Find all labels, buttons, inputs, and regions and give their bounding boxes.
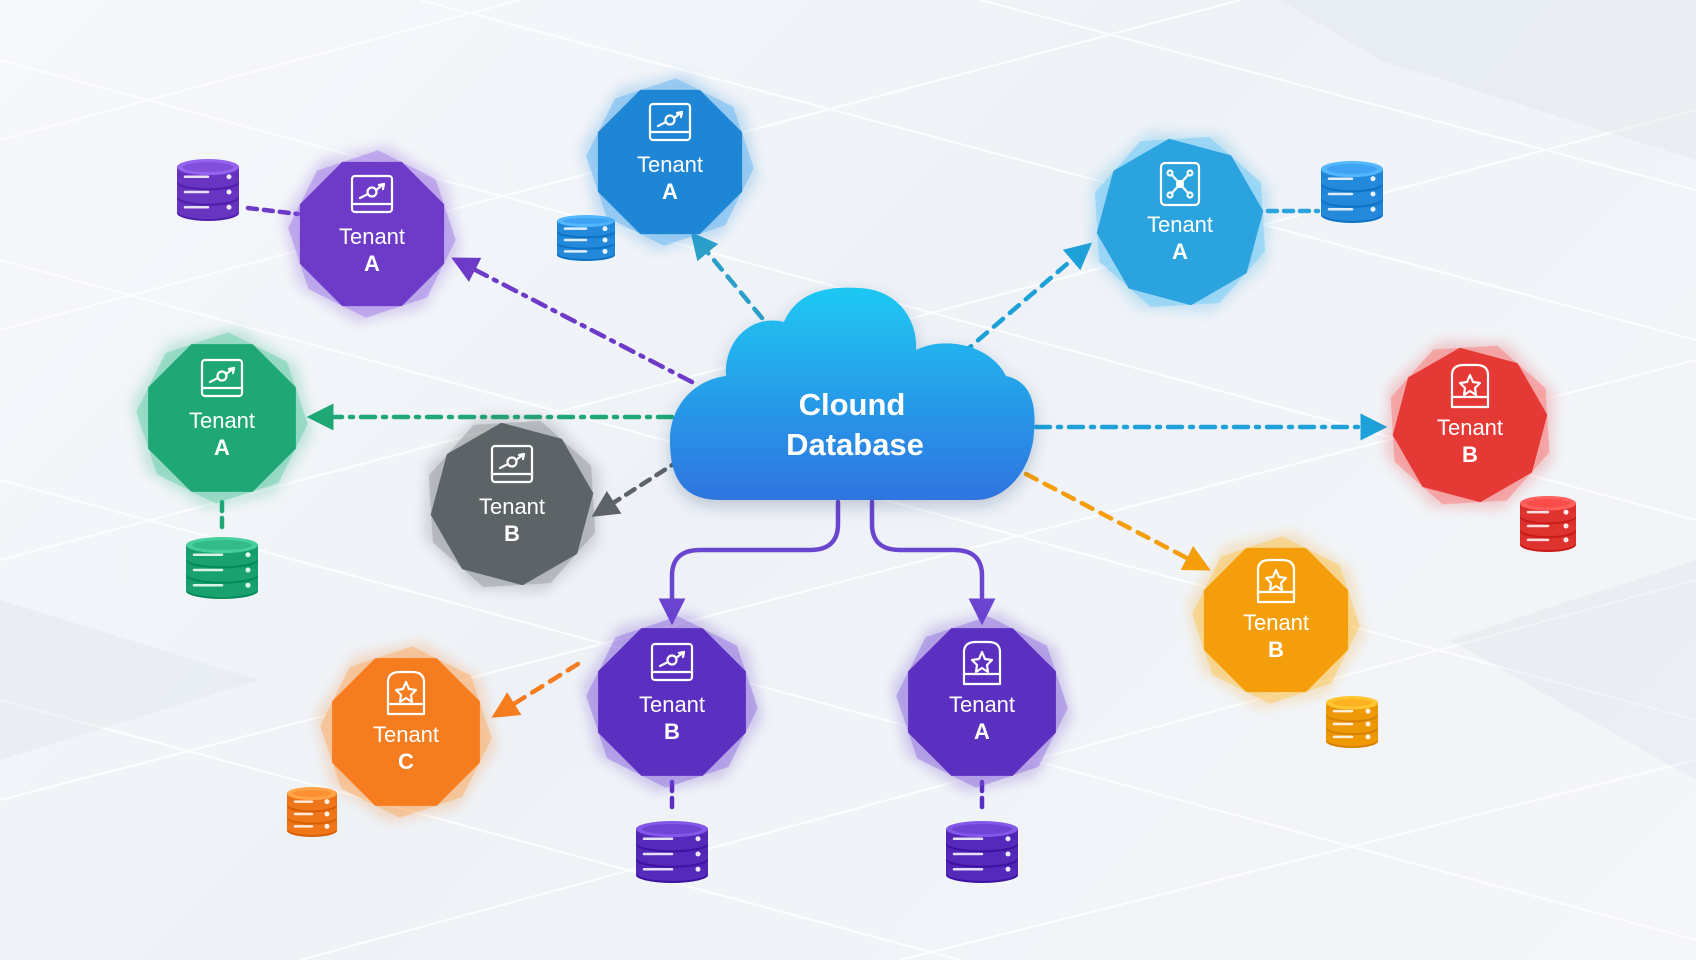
database-cylinder-icon <box>636 821 708 883</box>
cloud-label-line2: Database <box>786 427 924 462</box>
cloud-database-hub[interactable]: Clound Database <box>670 287 1035 500</box>
tenant-label-line1: Tenant <box>1243 610 1309 635</box>
connector-t9 <box>658 499 841 626</box>
database-cylinder-icon <box>186 537 258 599</box>
tenant-label-line1: Tenant <box>339 224 405 249</box>
cloud-shape <box>670 287 1035 500</box>
tenant-octagon <box>299 161 445 307</box>
tenant-label-line2: B <box>1462 442 1478 467</box>
star-icon <box>1256 558 1296 604</box>
tenant-octagon <box>1392 347 1548 503</box>
tenant-label-line1: Tenant <box>637 152 703 177</box>
database-cylinder-icon <box>557 215 615 261</box>
chip-icon <box>350 174 394 214</box>
connector-t3 <box>959 242 1093 357</box>
tenant-label-line2: A <box>214 435 230 460</box>
chip-icon <box>200 358 244 398</box>
connector-t7 <box>1023 471 1211 571</box>
tenant-label-line2: B <box>504 521 520 546</box>
tenant-label-line2: A <box>1172 239 1188 264</box>
database-cylinder-icon <box>177 159 239 221</box>
tenant-label-line1: Tenant <box>1437 415 1503 440</box>
tenant-octagon <box>430 422 594 586</box>
tenant-octagon <box>332 658 480 806</box>
tenant-label-line1: Tenant <box>373 722 439 747</box>
tenant-label-line2: A <box>662 179 678 204</box>
tenant-octagon <box>1203 547 1349 693</box>
connectors <box>219 205 1388 811</box>
background-shading <box>0 0 1696 780</box>
database-cylinder-icon <box>946 821 1018 883</box>
star-icon <box>386 670 426 716</box>
tenant-label-line1: Tenant <box>949 692 1015 717</box>
database-cylinder-icon <box>1520 496 1576 552</box>
tenant-label-line1: Tenant <box>1147 212 1213 237</box>
database-cylinder-icon <box>1321 161 1383 223</box>
databases <box>177 159 1576 883</box>
tenant-octagon <box>908 628 1056 776</box>
chip-icon <box>648 102 692 142</box>
connector-t2 <box>690 231 765 321</box>
chip-icon <box>650 642 694 682</box>
tenant-label-line2: B <box>1268 637 1284 662</box>
tenant-octagon <box>598 628 746 776</box>
chip-icon <box>490 444 534 484</box>
database-cylinder-icon <box>287 787 337 837</box>
star-icon <box>1450 363 1490 409</box>
connector-t5 <box>591 457 683 517</box>
connector-t10 <box>869 499 996 626</box>
tenant-label-line1: Tenant <box>189 408 255 433</box>
tenant-nodes: TenantATenantATenantATenantATenantBTenan… <box>131 73 1555 823</box>
tenant-label-line2: A <box>974 719 990 744</box>
tenant-octagon <box>148 344 296 492</box>
tenant-octagon <box>597 89 743 235</box>
tenant-octagon <box>1096 138 1264 306</box>
cloud-label-line1: Clound <box>799 387 906 422</box>
connector-t1 <box>451 257 695 385</box>
database-cylinder-icon <box>1326 696 1378 748</box>
connector-t8 <box>491 661 581 718</box>
tenant-label-line1: Tenant <box>479 494 545 519</box>
tenant-label-line2: C <box>398 749 414 774</box>
tenant-label-line2: A <box>364 251 380 276</box>
network-icon <box>1159 161 1201 207</box>
tenant-label-line2: B <box>664 719 680 744</box>
tenant-label-line1: Tenant <box>639 692 705 717</box>
star-icon <box>962 640 1002 686</box>
